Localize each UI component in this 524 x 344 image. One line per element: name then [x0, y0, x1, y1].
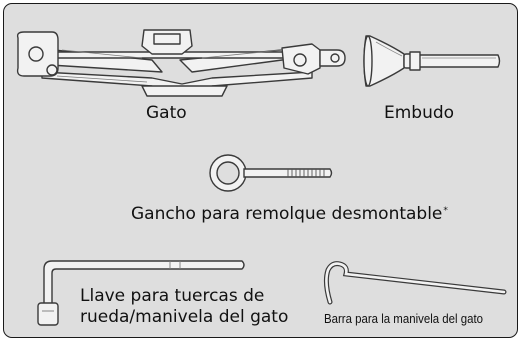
jack-label: Gato — [146, 103, 187, 123]
funnel-icon — [363, 35, 501, 87]
towing-hook-label-text: Gancho para remolque desmontable — [131, 204, 443, 224]
lug-wrench-icon — [37, 260, 245, 326]
funnel-label: Embudo — [384, 103, 455, 123]
lug-wrench-label: Llave para tuercas de rueda/manivela del… — [80, 286, 288, 328]
lug-wrench-label-line2: rueda/manivela del gato — [80, 307, 289, 327]
jack-handle-bar-label: Barra para la manivela del gato — [324, 311, 483, 326]
towing-hook-label: Gancho para remolque desmontable* — [131, 204, 448, 224]
scissor-jack-icon — [16, 29, 346, 97]
optional-marker: * — [443, 206, 448, 216]
jack-handle-bar-icon — [323, 261, 507, 305]
towing-hook-icon — [209, 154, 333, 192]
lug-wrench-label-line1: Llave para tuercas de — [80, 286, 265, 306]
